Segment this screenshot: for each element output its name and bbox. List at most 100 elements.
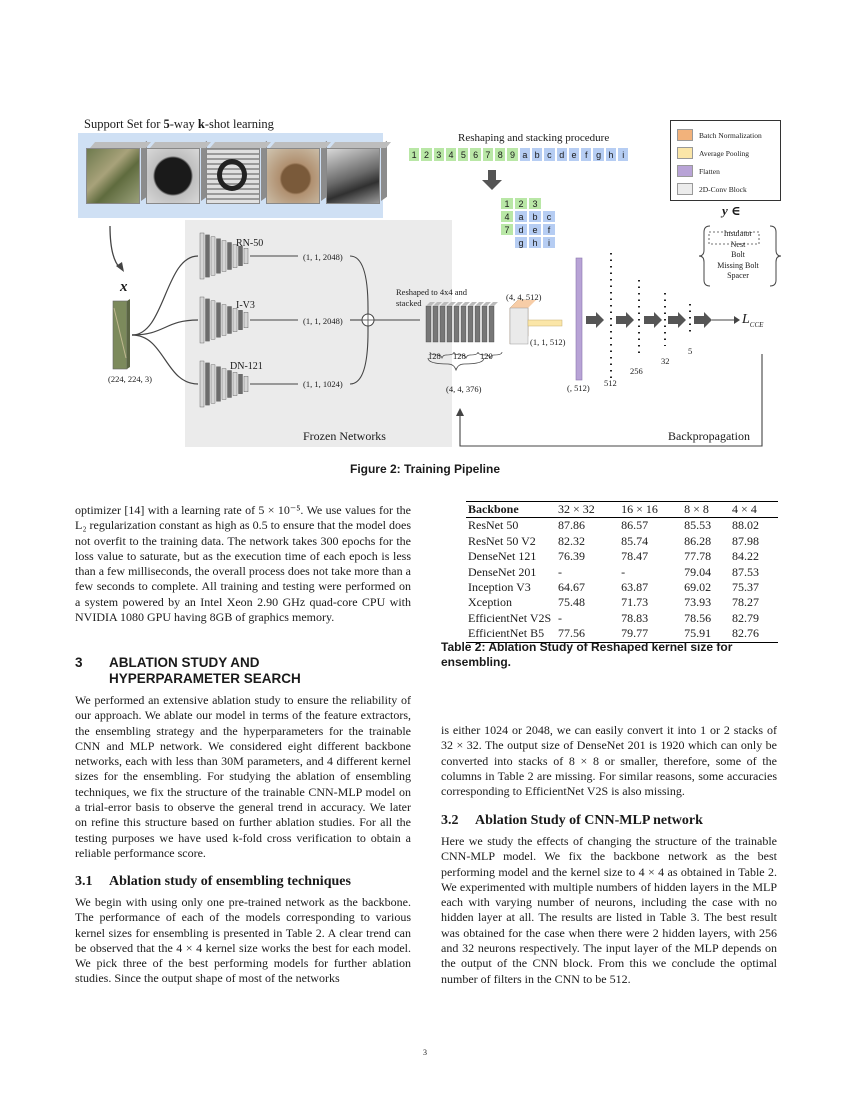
- class-brace-right: [769, 225, 782, 287]
- class-nest: Nest: [730, 239, 746, 249]
- reshaped-label: Reshaped to 4x4 and stacked: [396, 287, 468, 308]
- grid-token: f: [542, 223, 556, 236]
- table-header-8: 8 × 8: [684, 502, 709, 516]
- token: h: [604, 147, 618, 162]
- input-to-dn121-arrow: [131, 334, 199, 385]
- table-cell-value: 77.78: [684, 549, 712, 564]
- backbone-network-stack: [199, 360, 249, 408]
- flatten-output-shape: (, 512): [567, 383, 590, 393]
- feature-slice: [425, 305, 432, 343]
- table-cell-value: 78.83: [621, 610, 649, 625]
- feature-slice: [446, 305, 453, 343]
- grid-token: 7: [500, 223, 514, 236]
- table-cell-backbone: DenseNet 121: [468, 549, 537, 564]
- input-to-rn50-arrow: [131, 255, 199, 336]
- feature-slice: [439, 305, 446, 343]
- feature-slice: [453, 305, 460, 343]
- layer-size-32: 32: [661, 356, 670, 366]
- legend-item-batch-norm: Batch Normalization: [677, 128, 762, 142]
- stack-channel-2: 128: [453, 351, 466, 361]
- backprop-label: Backpropagation: [668, 429, 750, 443]
- table-cell-value: 78.27: [732, 595, 760, 610]
- network-label-dn121: DN-121: [230, 361, 263, 372]
- loss-label: LCCE: [742, 312, 764, 329]
- table-cell-value: 75.37: [732, 580, 760, 595]
- dn121-output-shape: (1, 1, 1024): [303, 379, 343, 389]
- arrow-4: [668, 312, 686, 328]
- table-cell-value: 82.76: [732, 626, 760, 641]
- table-cell-value: 69.02: [684, 580, 712, 595]
- support-image-5: [326, 148, 380, 204]
- table-cell-value: 64.67: [558, 580, 585, 595]
- grid-token: c: [542, 210, 556, 223]
- table-cell-value: 82.79: [732, 610, 760, 625]
- table-cell-backbone: DenseNet 201: [468, 564, 537, 579]
- grid-token: e: [528, 223, 542, 236]
- table-cell-value: 86.57: [621, 518, 649, 533]
- grid-token: g: [514, 236, 528, 249]
- table-cell-value: 73.93: [684, 595, 712, 610]
- class-missing-bolt: Missing Bolt: [717, 260, 759, 270]
- table-cell-value: 79.77: [621, 626, 649, 641]
- layer-size-5: 5: [688, 346, 693, 356]
- backbone-network-stack: [199, 296, 249, 344]
- y-label: y ∈: [722, 203, 741, 218]
- right-para-1: is either 1024 or 2048, we can easily co…: [441, 723, 777, 799]
- reshape-title: Reshaping and stacking procedure: [458, 132, 610, 144]
- token: 8: [494, 147, 507, 162]
- table-header-32: 32 × 32: [558, 502, 595, 516]
- token: f: [580, 147, 593, 162]
- conv-output-shape: (4, 4, 512): [506, 292, 542, 302]
- feature-slice: [460, 305, 467, 343]
- token: g: [592, 147, 605, 162]
- table-cell-value: 63.87: [621, 580, 649, 595]
- class-brace-left: [698, 225, 711, 287]
- token: 9: [506, 147, 519, 162]
- figure-caption: Figure 2: Training Pipeline: [349, 462, 501, 476]
- support-image-2: [146, 148, 200, 204]
- stack-dims: (4, 4, 376): [446, 384, 482, 394]
- token: a: [518, 147, 531, 162]
- legend: Batch Normalization Average Pooling Flat…: [670, 120, 781, 201]
- token: i: [617, 147, 630, 162]
- layer-size-256: 256: [630, 366, 643, 376]
- left-para-2: We performed an extensive ablation study…: [75, 693, 411, 860]
- table-cell-value: 76.39: [558, 549, 585, 564]
- rn50-output-shape: (1, 1, 2048): [303, 252, 343, 262]
- token: 7: [481, 147, 495, 162]
- pool-output-shape: (1, 1, 512): [530, 337, 566, 347]
- token: 2: [420, 147, 433, 162]
- support-to-input-arrow: [109, 225, 121, 269]
- input-x-label: x: [120, 279, 128, 295]
- frozen-networks-label: Frozen Networks: [303, 429, 386, 443]
- table-header-row: Backbone 32 × 32 16 × 16 8 × 8 4 × 4: [466, 501, 778, 518]
- input-dims: (224, 224, 3): [108, 374, 152, 384]
- grid-token: h: [528, 236, 542, 249]
- feature-slice: [467, 305, 474, 343]
- insulator-highlight: [708, 231, 760, 245]
- token: d: [555, 147, 568, 162]
- table-caption: Table 2: Ablation Study of Reshaped kern…: [441, 640, 733, 669]
- arrow-2: [616, 312, 634, 328]
- arrow-1: [586, 312, 604, 328]
- token: e: [567, 147, 581, 162]
- table-cell-value: 77.56: [558, 626, 585, 641]
- table-cell-backbone: EfficientNet B5: [468, 626, 545, 641]
- input-to-iv3-arrow: [131, 319, 199, 336]
- table-cell-value: -: [621, 564, 626, 579]
- table-cell-backbone: ResNet 50 V2: [468, 533, 536, 548]
- table-cell-value: 82.32: [558, 533, 585, 548]
- table-header-backbone: Backbone: [468, 502, 519, 516]
- right-para-2: Here we study the effects of changing th…: [441, 834, 777, 986]
- input-image: [112, 299, 130, 370]
- table-header-16: 16 × 16: [621, 502, 658, 516]
- class-insulator: Insulator: [723, 229, 753, 238]
- stack-channel-3: 120: [480, 351, 493, 361]
